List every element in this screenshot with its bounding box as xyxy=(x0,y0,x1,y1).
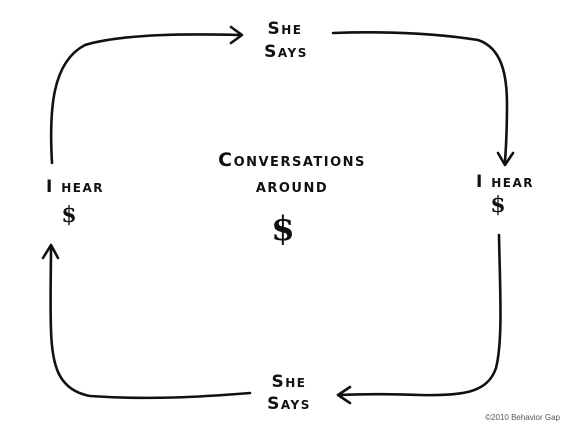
center-line2: around xyxy=(256,175,328,197)
node-bottom-she-says: She Says xyxy=(267,372,311,414)
center-label: Conversations around $ xyxy=(218,149,366,249)
node-top-line2: Says xyxy=(264,42,308,62)
node-bottom-line2: Says xyxy=(267,394,311,414)
node-right-dollar-icon: $ xyxy=(490,192,505,218)
arrow-top-to-right xyxy=(331,31,515,167)
center-dollar-icon: $ xyxy=(271,209,295,249)
node-top-line1: She xyxy=(268,19,303,39)
node-bottom-line1: She xyxy=(272,372,307,392)
node-left-i-hear: I hear $ xyxy=(46,177,104,228)
arrow-left-to-top xyxy=(49,25,244,165)
node-left-dollar-icon: $ xyxy=(61,202,76,228)
center-line1: Conversations xyxy=(218,149,366,171)
node-right-line1: I hear xyxy=(476,172,534,192)
node-right-i-hear: I hear $ xyxy=(476,172,534,218)
node-top-she-says: She Says xyxy=(264,19,308,62)
node-left-line1: I hear xyxy=(46,177,104,197)
arrow-bottom-to-left xyxy=(41,243,252,400)
copyright-notice: ©2010 Behavior Gap xyxy=(485,413,560,422)
arrow-right-to-bottom xyxy=(336,233,502,405)
